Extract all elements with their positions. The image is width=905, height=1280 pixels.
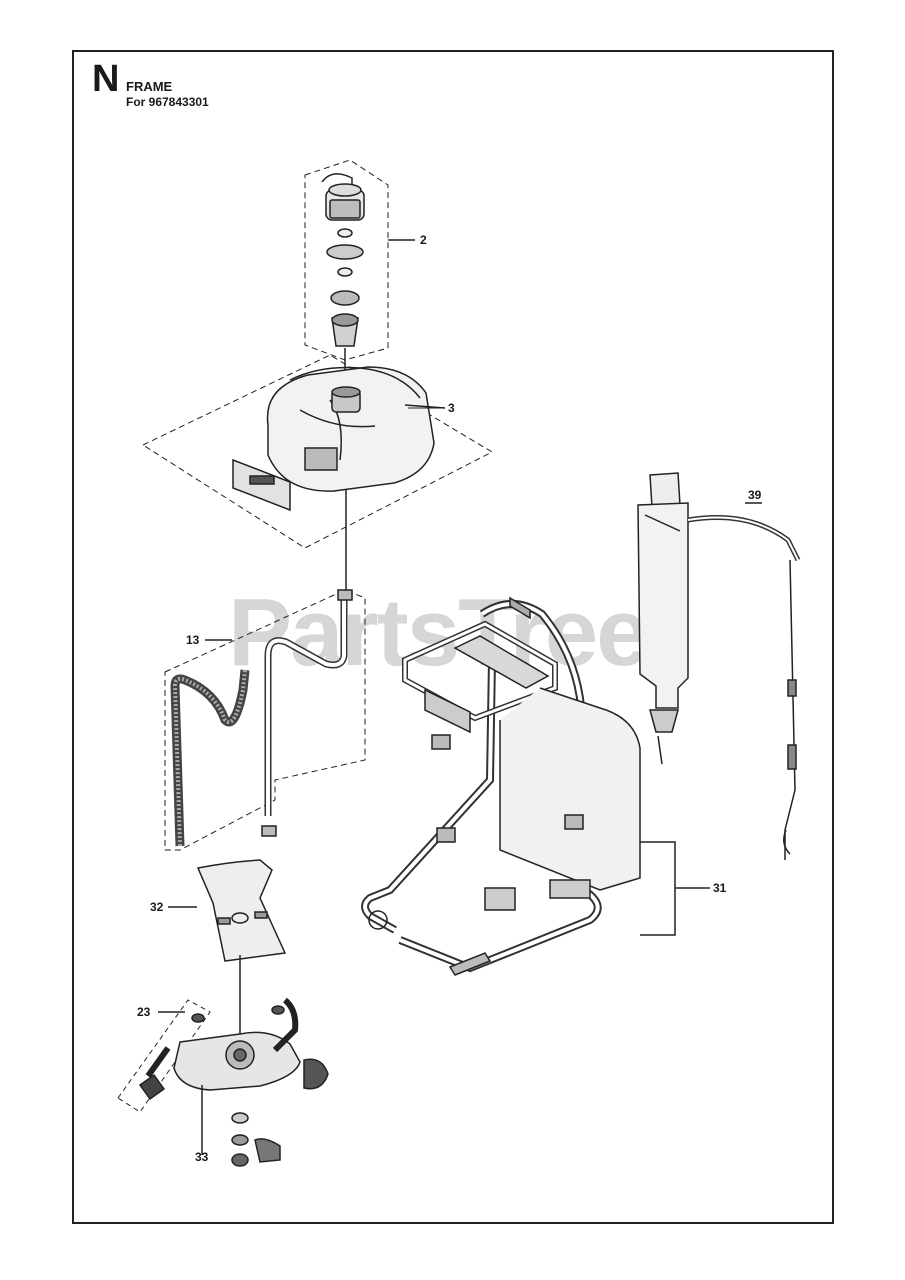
- fuel-tank-assembly[interactable]: [141, 354, 494, 592]
- fuel-hose-assembly[interactable]: [164, 589, 366, 851]
- callout-23: 23: [137, 1005, 151, 1019]
- mounting-plate[interactable]: [168, 859, 287, 1045]
- model-number: For 967843301: [126, 95, 209, 109]
- damper-base-assembly[interactable]: [117, 997, 329, 1167]
- page-title: FRAME: [126, 79, 173, 94]
- callout-32: 32: [150, 900, 164, 914]
- callout-33: 33: [195, 1150, 209, 1164]
- fuel-cap-assembly[interactable]: [304, 159, 415, 392]
- callout-3: 3: [448, 401, 455, 415]
- callout-2: 2: [420, 233, 427, 247]
- backpack-frame[interactable]: [361, 596, 710, 976]
- diagram-border: [72, 50, 834, 1224]
- callout-39: 39: [748, 488, 762, 502]
- callout-13: 13: [186, 633, 200, 647]
- callout-31: 31: [713, 881, 727, 895]
- shoulder-strap[interactable]: [637, 472, 801, 860]
- section-letter: N: [92, 58, 120, 100]
